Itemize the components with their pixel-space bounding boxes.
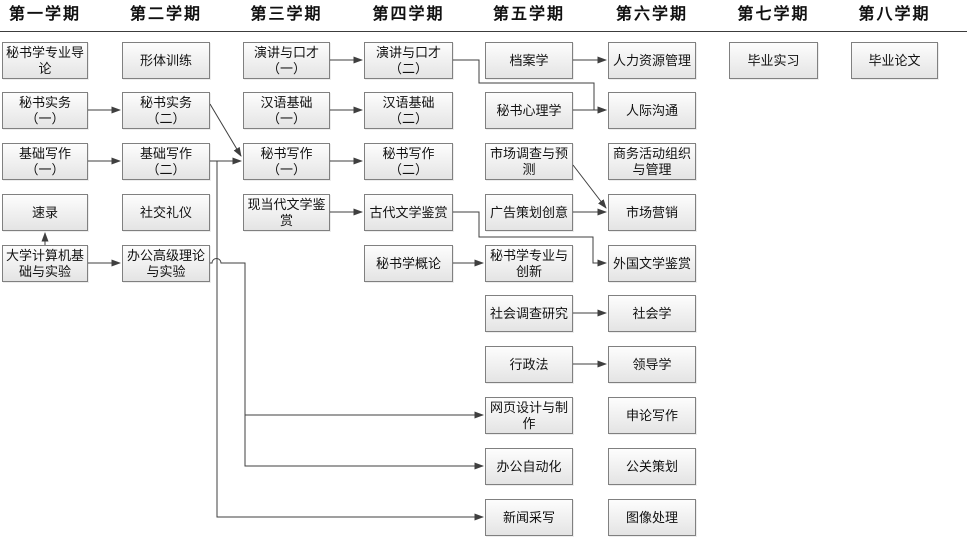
course-box-b1_1: 秘书学专业导 论	[2, 42, 88, 79]
course-box-b3_3: 秘书写作 （一）	[243, 143, 330, 180]
course-box-b4_2: 汉语基础 （二）	[364, 92, 453, 129]
semester-header: 第二学期	[129, 6, 202, 23]
course-box-b5_2: 秘书心理学	[485, 92, 573, 129]
course-box-b1_3: 基础写作 （一）	[2, 143, 88, 180]
semester-header: 第八学期	[858, 6, 931, 23]
course-box-b1_5: 大学计算机基 础与实验	[2, 245, 88, 282]
edge-b2_2-b3_3	[209, 103, 242, 157]
course-box-b4_4: 古代文学鉴赏	[364, 194, 453, 231]
semester-header: 第六学期	[615, 6, 688, 23]
course-box-b3_4: 现当代文学鉴 赏	[243, 194, 330, 231]
course-box-b6_1: 人力资源管理	[608, 42, 696, 79]
course-box-b6_2: 人际沟通	[608, 92, 696, 129]
course-box-b5_6: 社会调查研究	[485, 295, 573, 332]
course-box-b8_1: 毕业论文	[851, 42, 938, 79]
course-box-b6_4: 市场营销	[608, 194, 696, 231]
course-box-b2_1: 形体训练	[122, 42, 210, 79]
course-box-b5_10: 新闻采写	[485, 499, 573, 536]
course-box-b1_4: 速录	[2, 194, 88, 231]
edge-b5_3-b6_4	[572, 164, 607, 209]
course-box-b4_1: 演讲与口才 （二）	[364, 42, 453, 79]
course-box-b3_2: 汉语基础 （一）	[243, 92, 330, 129]
edge-b2_5-b5_9	[244, 415, 484, 470]
course-box-b5_3: 市场调查与预 测	[485, 143, 573, 180]
course-box-b4_3: 秘书写作 （二）	[364, 143, 453, 180]
course-box-b5_7: 行政法	[485, 346, 573, 383]
course-box-b6_6: 社会学	[608, 295, 696, 332]
semester-header: 第三学期	[250, 6, 323, 23]
course-box-b1_2: 秘书实务 （一）	[2, 92, 88, 129]
course-box-b2_4: 社交礼仪	[122, 194, 210, 231]
course-box-b5_9: 办公自动化	[485, 448, 573, 485]
semester-header: 第四学期	[372, 6, 445, 23]
course-box-b3_1: 演讲与口才 （一）	[243, 42, 330, 79]
course-box-b4_5: 秘书学概论	[364, 245, 453, 282]
course-box-b6_8: 申论写作	[608, 397, 696, 434]
course-box-b7_1: 毕业实习	[729, 42, 818, 79]
header-divider	[0, 31, 967, 32]
course-box-b6_5: 外国文学鉴赏	[608, 245, 696, 282]
course-box-b6_9: 公关策划	[608, 448, 696, 485]
semester-header: 第五学期	[492, 6, 565, 23]
course-box-b5_5: 秘书学专业与 创新	[485, 245, 573, 282]
semester-header: 第七学期	[737, 6, 810, 23]
course-box-b2_2: 秘书实务 （二）	[122, 92, 210, 129]
course-box-b5_8: 网页设计与制 作	[485, 397, 573, 434]
semester-header: 第一学期	[8, 6, 81, 23]
course-box-b2_3: 基础写作 （二）	[122, 143, 210, 180]
course-box-b6_7: 领导学	[608, 346, 696, 383]
course-box-b2_5: 办公高级理论 与实验	[122, 245, 210, 282]
course-box-b6_10: 图像处理	[608, 499, 696, 536]
course-box-b5_4: 广告策划创意	[485, 194, 573, 231]
course-box-b6_3: 商务活动组织 与管理	[608, 143, 696, 180]
course-box-b5_1: 档案学	[485, 42, 573, 79]
